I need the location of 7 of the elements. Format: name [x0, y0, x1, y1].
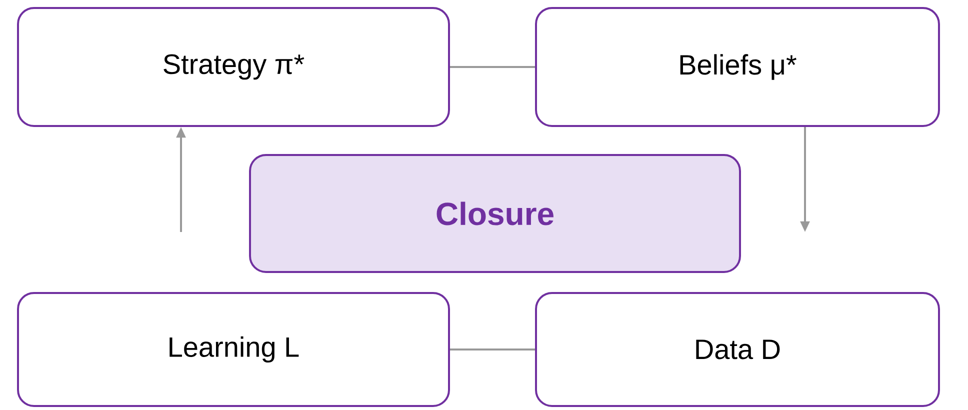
connector-line: [450, 348, 535, 350]
process-box: Learning L: [17, 292, 450, 407]
highlight-box: Closure: [249, 154, 741, 273]
process-box: Beliefs μ*: [535, 7, 940, 127]
process-box: Strategy π*: [17, 7, 450, 127]
process-box: Data D: [535, 292, 940, 407]
connector-line: [450, 66, 535, 68]
